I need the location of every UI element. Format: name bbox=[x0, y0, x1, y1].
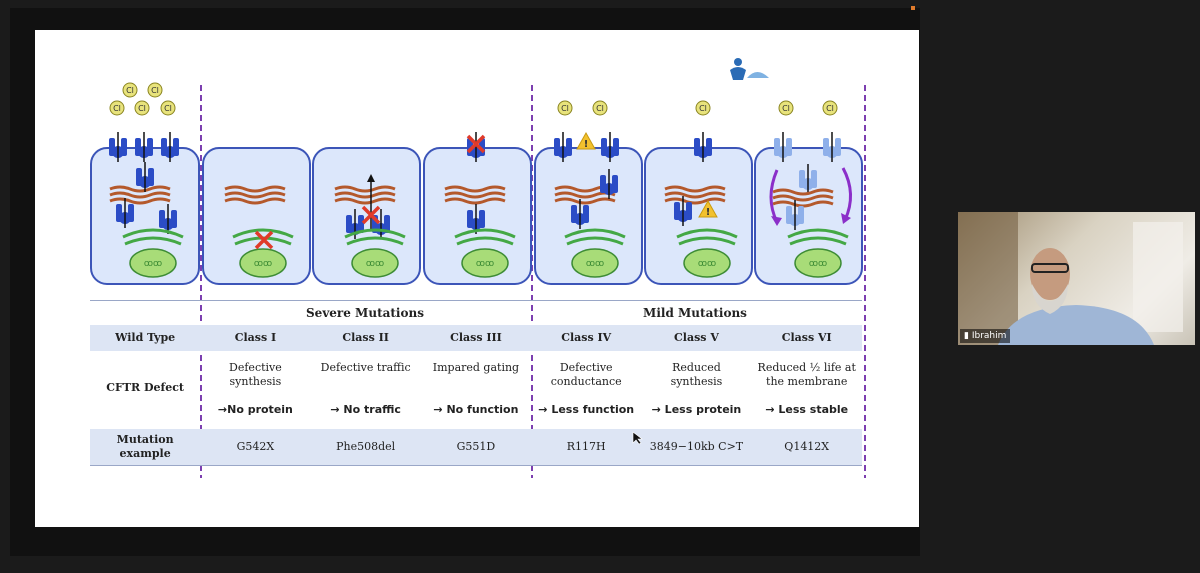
cell-class-6 bbox=[754, 100, 863, 285]
participant-name-tag: ▮ Ibrahim bbox=[960, 329, 1011, 343]
cell-wild-type bbox=[90, 82, 200, 285]
participant-video bbox=[958, 212, 1183, 345]
defect-effect: → Less function bbox=[538, 403, 635, 416]
mutation-table: Severe Mutations Mild Mutations Wild Typ… bbox=[90, 300, 862, 466]
mutation-example-row: Mutation example G542X Phe508del G551D R… bbox=[90, 429, 862, 466]
col-header: Class III bbox=[450, 331, 502, 344]
defect-description: Reduced ½ life at the membrane bbox=[757, 361, 856, 388]
participant-video-tile[interactable]: ▮ Ibrahim bbox=[958, 212, 1195, 345]
defect-cell: Defective traffic → No traffic bbox=[311, 351, 421, 429]
defect-description: Impared gating bbox=[432, 361, 520, 374]
defect-description: Defective traffic bbox=[320, 361, 411, 374]
defect-cell: Reduced ½ life at the membrane → Less st… bbox=[752, 351, 862, 429]
recording-indicator bbox=[911, 6, 915, 10]
defect-description: Defective synthesis bbox=[229, 361, 282, 388]
defect-cell: Defective conductance → Less function bbox=[531, 351, 641, 429]
mutation-cell: R117H bbox=[566, 440, 606, 453]
defect-description: Reduced synthesis bbox=[670, 361, 723, 388]
defect-effect: → Less protein bbox=[651, 403, 742, 416]
mutation-cell: Phe508del bbox=[336, 440, 396, 453]
row-label-defect: CFTR Defect bbox=[106, 381, 185, 394]
col-header: Wild Type bbox=[115, 331, 176, 344]
col-header: Class II bbox=[342, 331, 389, 344]
col-header: Class V bbox=[674, 331, 719, 344]
group-header-row: Severe Mutations Mild Mutations bbox=[90, 300, 862, 325]
defect-effect: →No protein bbox=[217, 403, 293, 416]
cell-class-4 bbox=[534, 100, 643, 285]
col-header: Class I bbox=[234, 331, 277, 344]
mouse-cursor-icon bbox=[632, 431, 643, 445]
severe-mutations-label: Severe Mutations bbox=[306, 306, 424, 320]
cell-class-5 bbox=[644, 100, 753, 285]
defect-effect: → No traffic bbox=[330, 403, 401, 416]
mutation-cell: Q1412X bbox=[784, 440, 830, 453]
cell-class-3 bbox=[423, 131, 532, 285]
cell-class-2 bbox=[312, 147, 421, 285]
defect-effect: → No function bbox=[433, 403, 519, 416]
defect-row: CFTR Defect Defective synthesis →No prot… bbox=[90, 351, 862, 429]
defect-effect: → Less stable bbox=[765, 403, 849, 416]
defect-cell: Reduced synthesis → Less protein bbox=[641, 351, 751, 429]
mutation-cell: G551D bbox=[456, 440, 496, 453]
signal-icon: ▮ bbox=[964, 331, 972, 341]
defect-cell: Impared gating → No function bbox=[421, 351, 531, 429]
defect-cell: CFTR Defect bbox=[90, 351, 200, 429]
row-label-mutation: Mutation example bbox=[116, 433, 174, 460]
cftr-classes-diagram: Cl bbox=[90, 58, 866, 478]
class-header-row: Wild Type Class I Class II Class III Cla… bbox=[90, 325, 862, 351]
col-header: Class VI bbox=[781, 331, 832, 344]
participant-name: Ibrahim bbox=[971, 331, 1007, 341]
mild-mutations-label: Mild Mutations bbox=[643, 306, 747, 320]
presentation-slide: Cl bbox=[35, 30, 919, 527]
defect-cell: Defective synthesis →No protein bbox=[200, 351, 310, 429]
mutation-cell: G542X bbox=[236, 440, 275, 453]
col-header: Class IV bbox=[561, 331, 612, 344]
defect-description: Defective conductance bbox=[550, 361, 622, 388]
mutation-cell: 3849−10kb C>T bbox=[649, 440, 744, 453]
cell-class-1 bbox=[202, 147, 311, 285]
slide-logo bbox=[730, 58, 769, 80]
